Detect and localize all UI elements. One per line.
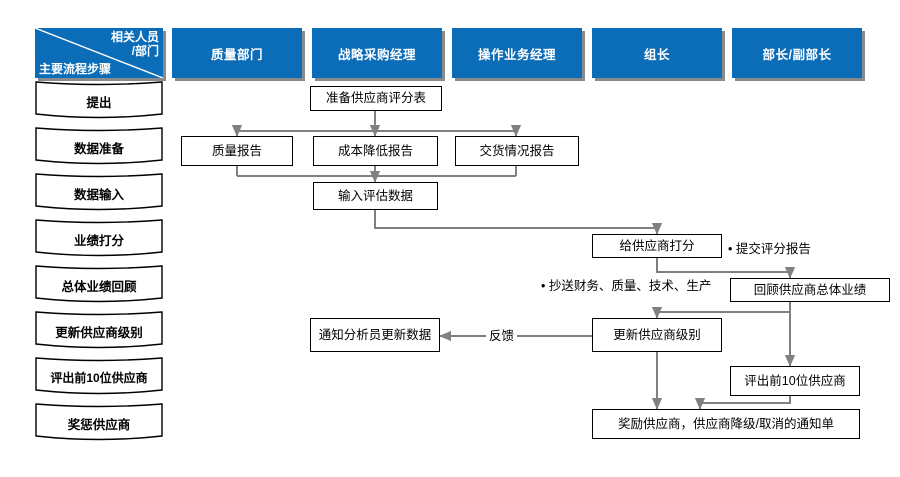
edge-label-feedback: 反馈: [486, 325, 518, 344]
lane-header-strategic-purchasing-manager[interactable]: 战略采购经理: [312, 28, 442, 78]
node-notify-analyst-update-data[interactable]: 通知分析员更新数据: [310, 318, 440, 352]
step-label: 更新供应商级别: [55, 325, 143, 340]
node-label: 通知分析员更新数据: [318, 327, 432, 342]
step-shape-data-input[interactable]: 数据输入: [35, 172, 163, 214]
card-shape-icon: [35, 219, 163, 257]
step-shape-update-supplier-grade[interactable]: 更新供应商级别: [35, 310, 163, 352]
node-prepare-scorecard[interactable]: 准备供应商评分表: [310, 86, 442, 111]
lane-header-quality-dept[interactable]: 质量部门: [172, 28, 302, 78]
corner-header-top-label: 相关人员 /部门: [110, 30, 159, 58]
card-shape-icon: [35, 81, 163, 119]
step-label: 数据准备: [73, 141, 124, 156]
node-label: 成本降低报告: [337, 143, 413, 158]
node-quality-report[interactable]: 质量报告: [181, 136, 293, 166]
step-label: 提出: [86, 95, 112, 110]
node-label: 更新供应商级别: [613, 327, 701, 342]
edge-review-to-update: [651, 302, 791, 319]
node-input-evaluation-data[interactable]: 输入评估数据: [313, 182, 438, 210]
node-update-supplier-grade[interactable]: 更新供应商级别: [592, 318, 722, 352]
step-label: 总体业绩回顾: [61, 279, 137, 294]
card-shape-icon: [35, 127, 163, 165]
lane-header-team-leader[interactable]: 组长: [592, 28, 722, 78]
step-label: 奖惩供应商: [67, 417, 131, 432]
step-shape-performance-scoring[interactable]: 业绩打分: [35, 218, 163, 260]
step-shape-data-preparation[interactable]: 数据准备: [35, 126, 163, 168]
node-label: 质量报告: [211, 143, 262, 158]
lane-header-operations-manager[interactable]: 操作业务经理: [452, 28, 582, 78]
lane-header-label: 战略采购经理: [337, 47, 416, 62]
node-award-downgrade-notice[interactable]: 奖励供应商，供应商降级/取消的通知单: [592, 409, 860, 439]
card-shape-icon: [35, 265, 163, 303]
node-cost-reduction-report[interactable]: 成本降低报告: [313, 136, 438, 166]
step-label: 评出前10位供应商: [50, 370, 148, 385]
node-label: 输入评估数据: [337, 188, 413, 203]
corner-header: 相关人员 /部门 主要流程步骤: [35, 28, 163, 78]
node-delivery-report[interactable]: 交货情况报告: [455, 136, 579, 166]
card-shape-icon: [35, 173, 163, 211]
step-shape-overall-review[interactable]: 总体业绩回顾: [35, 264, 163, 306]
step-label: 数据输入: [73, 187, 124, 202]
node-score-supplier[interactable]: 给供应商打分: [592, 234, 722, 258]
step-shape-reward-penalty[interactable]: 奖惩供应商: [35, 402, 163, 444]
edge-input-to-score: [374, 210, 663, 235]
node-label: 评出前10位供应商: [744, 373, 846, 388]
card-shape-icon: [35, 311, 163, 349]
node-label: 回顾供应商总体业绩: [753, 282, 867, 297]
node-label: 给供应商打分: [619, 238, 695, 253]
card-shape-icon: [35, 357, 163, 395]
corner-header-bottom-label: 主要流程步骤: [39, 62, 112, 76]
node-review-overall-performance[interactable]: 回顾供应商总体业绩: [730, 278, 890, 302]
annotation-copy-to-departments: • 抄送财务、质量、技术、生产: [541, 279, 712, 293]
annotation-submit-score-report: • 提交评分报告: [728, 242, 811, 256]
lane-header-label: 质量部门: [210, 47, 263, 62]
card-shape-icon: [35, 403, 163, 441]
node-top10-suppliers[interactable]: 评出前10位供应商: [730, 366, 860, 396]
step-shape-propose[interactable]: 提出: [35, 80, 163, 122]
node-label: 准备供应商评分表: [325, 91, 426, 105]
node-label: 交货情况报告: [479, 143, 555, 158]
node-label: 奖励供应商，供应商降级/取消的通知单: [618, 416, 834, 431]
step-shape-top10-suppliers[interactable]: 评出前10位供应商: [35, 356, 163, 398]
lane-header-label: 组长: [643, 47, 670, 62]
lane-header-label: 部长/副部长: [762, 47, 832, 62]
edge-top10-to-award: [694, 396, 791, 410]
lane-header-label: 操作业务经理: [477, 47, 556, 62]
step-label: 业绩打分: [73, 233, 124, 248]
lane-header-director[interactable]: 部长/副部长: [732, 28, 862, 78]
